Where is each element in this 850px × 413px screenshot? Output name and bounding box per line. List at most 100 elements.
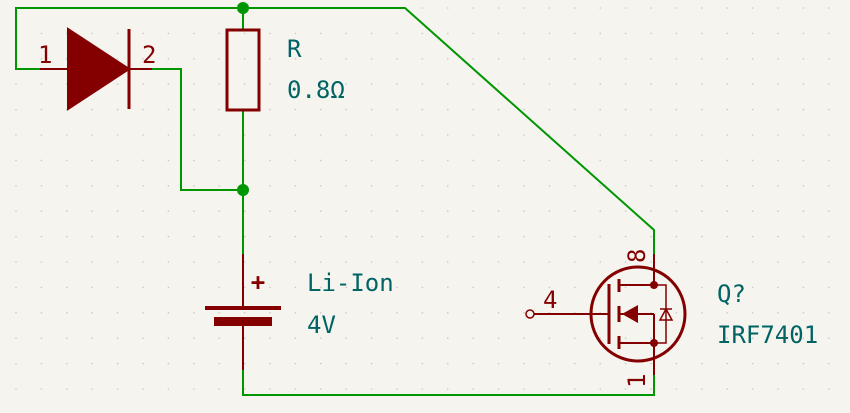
grid-dot (447, 286, 449, 289)
grid-dot (370, 261, 373, 263)
grid-dot (751, 388, 754, 390)
grid-dot (751, 83, 754, 85)
grid-dot (396, 32, 398, 35)
grid-dot (675, 58, 678, 60)
grid-dot (574, 7, 576, 9)
grid-dot (472, 388, 475, 390)
grid-dot (193, 134, 195, 136)
grid-dot (243, 210, 246, 212)
grid-dot (599, 210, 601, 212)
grid-dot (116, 312, 119, 314)
grid-dot (701, 286, 703, 289)
grid-dot (370, 83, 373, 85)
grid-dot (421, 32, 424, 35)
grid-dot (345, 185, 348, 187)
grid-dot (193, 159, 195, 162)
grid-dot (548, 388, 551, 390)
grid-dot (726, 388, 728, 390)
grid-dot (40, 362, 43, 365)
grid-dot (726, 134, 728, 136)
grid-dot (701, 362, 703, 365)
grid-dot (574, 388, 576, 390)
grid-dot (751, 312, 754, 314)
grid-dot (294, 388, 297, 390)
grid-dot (167, 388, 170, 390)
grid-dot (243, 388, 246, 390)
grid-dot (751, 7, 754, 9)
grid-dot (624, 337, 627, 340)
grid-dot (650, 7, 652, 9)
grid-dot (751, 58, 754, 60)
grid-dot (167, 235, 170, 238)
junction-middle (237, 184, 249, 196)
grid-dot (40, 32, 43, 35)
grid-dot (447, 58, 449, 60)
grid-dot (701, 312, 703, 314)
grid-dot (548, 32, 551, 35)
grid-dot (396, 159, 398, 162)
grid-dot (269, 32, 271, 35)
grid-dot (802, 108, 805, 111)
grid-dot (66, 185, 68, 187)
grid-dot (701, 32, 703, 35)
grid-dot (523, 388, 525, 390)
grid-dot (447, 337, 449, 340)
grid-dot (396, 185, 398, 187)
grid-dot (726, 235, 728, 238)
grid-dot (472, 58, 475, 60)
grid-dot (396, 235, 398, 238)
grid-dot (574, 235, 576, 238)
grid-dot (15, 337, 17, 340)
grid-dot (40, 83, 43, 85)
grid-dot (66, 261, 68, 263)
mosfet[interactable]: 4 8 1 Q? IRF7401 (525, 249, 818, 388)
resistor[interactable]: R 0.8Ω (225, 28, 345, 112)
grid-dot (243, 83, 246, 85)
grid-dot (40, 185, 43, 187)
grid-dot (548, 83, 551, 85)
grid-dot (91, 134, 93, 136)
grid-dot (802, 362, 805, 365)
grid-dot (675, 362, 678, 365)
grid-dot (599, 58, 601, 60)
grid-dot (243, 261, 246, 263)
grid-dot (599, 108, 601, 111)
grid-dot (269, 362, 271, 365)
grid-dot (116, 108, 119, 111)
grid-dot (40, 286, 43, 289)
grid-dot (751, 337, 754, 340)
grid-dot (142, 235, 144, 238)
grid-dot (294, 83, 297, 85)
grid-dot (675, 32, 678, 35)
grid-dot (777, 362, 779, 365)
grid-dot (650, 235, 652, 238)
grid-dot (599, 83, 601, 85)
grid-dot (523, 134, 525, 136)
grid-dot (396, 58, 398, 60)
grid-dot (802, 32, 805, 35)
grid-dot (193, 312, 195, 314)
grid-dot (142, 261, 144, 263)
grid-dot (218, 286, 220, 289)
grid-dot (345, 159, 348, 162)
grid-dot (218, 261, 220, 263)
grid-dot (294, 58, 297, 60)
grid-dot (777, 58, 779, 60)
grid-dot (624, 134, 627, 136)
grid-dot (802, 58, 805, 60)
grid-dot (294, 337, 297, 340)
grid-dot (294, 159, 297, 162)
grid-dot (421, 286, 424, 289)
resistor-body (225, 28, 261, 112)
grid-dot (574, 337, 576, 340)
mosfet-drain-dot (650, 281, 658, 289)
grid-dot (193, 362, 195, 365)
diode[interactable]: 1 2 (38, 27, 156, 111)
battery[interactable]: + Li-Ion 4V (205, 254, 394, 370)
grid-dot (91, 312, 93, 314)
grid-dot (167, 108, 170, 111)
grid-dot (523, 32, 525, 35)
mosfet-gate-pin-marker (525, 309, 535, 319)
grid-dot (116, 286, 119, 289)
grid-dot (574, 32, 576, 35)
